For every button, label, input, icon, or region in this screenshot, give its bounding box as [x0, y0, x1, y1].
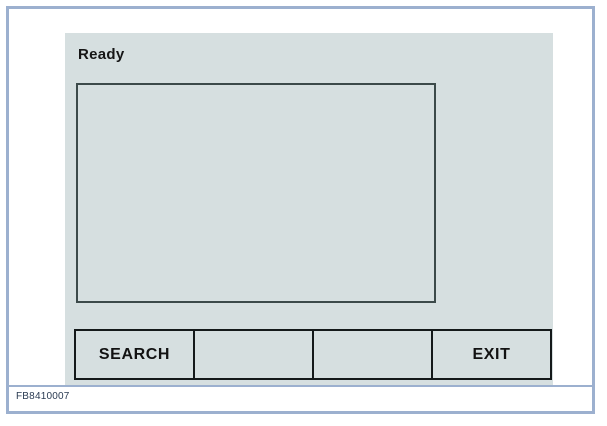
display-text-area[interactable]	[76, 83, 436, 303]
softkey-exit-button[interactable]: EXIT	[432, 329, 552, 380]
softkey-search-button[interactable]: SEARCH	[74, 329, 194, 380]
figure-caption-text: FB8410007	[16, 391, 70, 402]
device-screen-panel: Ready SEARCH EXIT	[65, 33, 553, 388]
figure-caption-bar: FB8410007	[9, 385, 592, 411]
figure-frame: Ready SEARCH EXIT FB8410007	[6, 6, 595, 414]
softkey-row: SEARCH EXIT	[74, 329, 552, 380]
status-text: Ready	[78, 46, 125, 63]
softkey-blank-1-button[interactable]	[194, 329, 313, 380]
softkey-search-label: SEARCH	[98, 345, 171, 363]
softkey-blank-2-button[interactable]	[313, 329, 432, 380]
softkey-exit-label: EXIT	[472, 345, 511, 363]
